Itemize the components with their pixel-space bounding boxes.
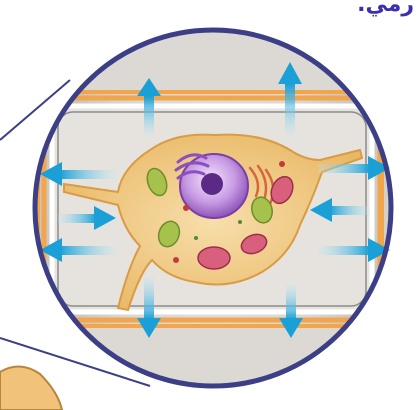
neighbor-cell-right xyxy=(382,100,418,318)
nucleolus xyxy=(201,173,223,195)
specimen-fragment xyxy=(0,366,62,410)
caption-text: رمي. xyxy=(357,0,414,17)
neighbor-cell-left xyxy=(0,100,38,318)
